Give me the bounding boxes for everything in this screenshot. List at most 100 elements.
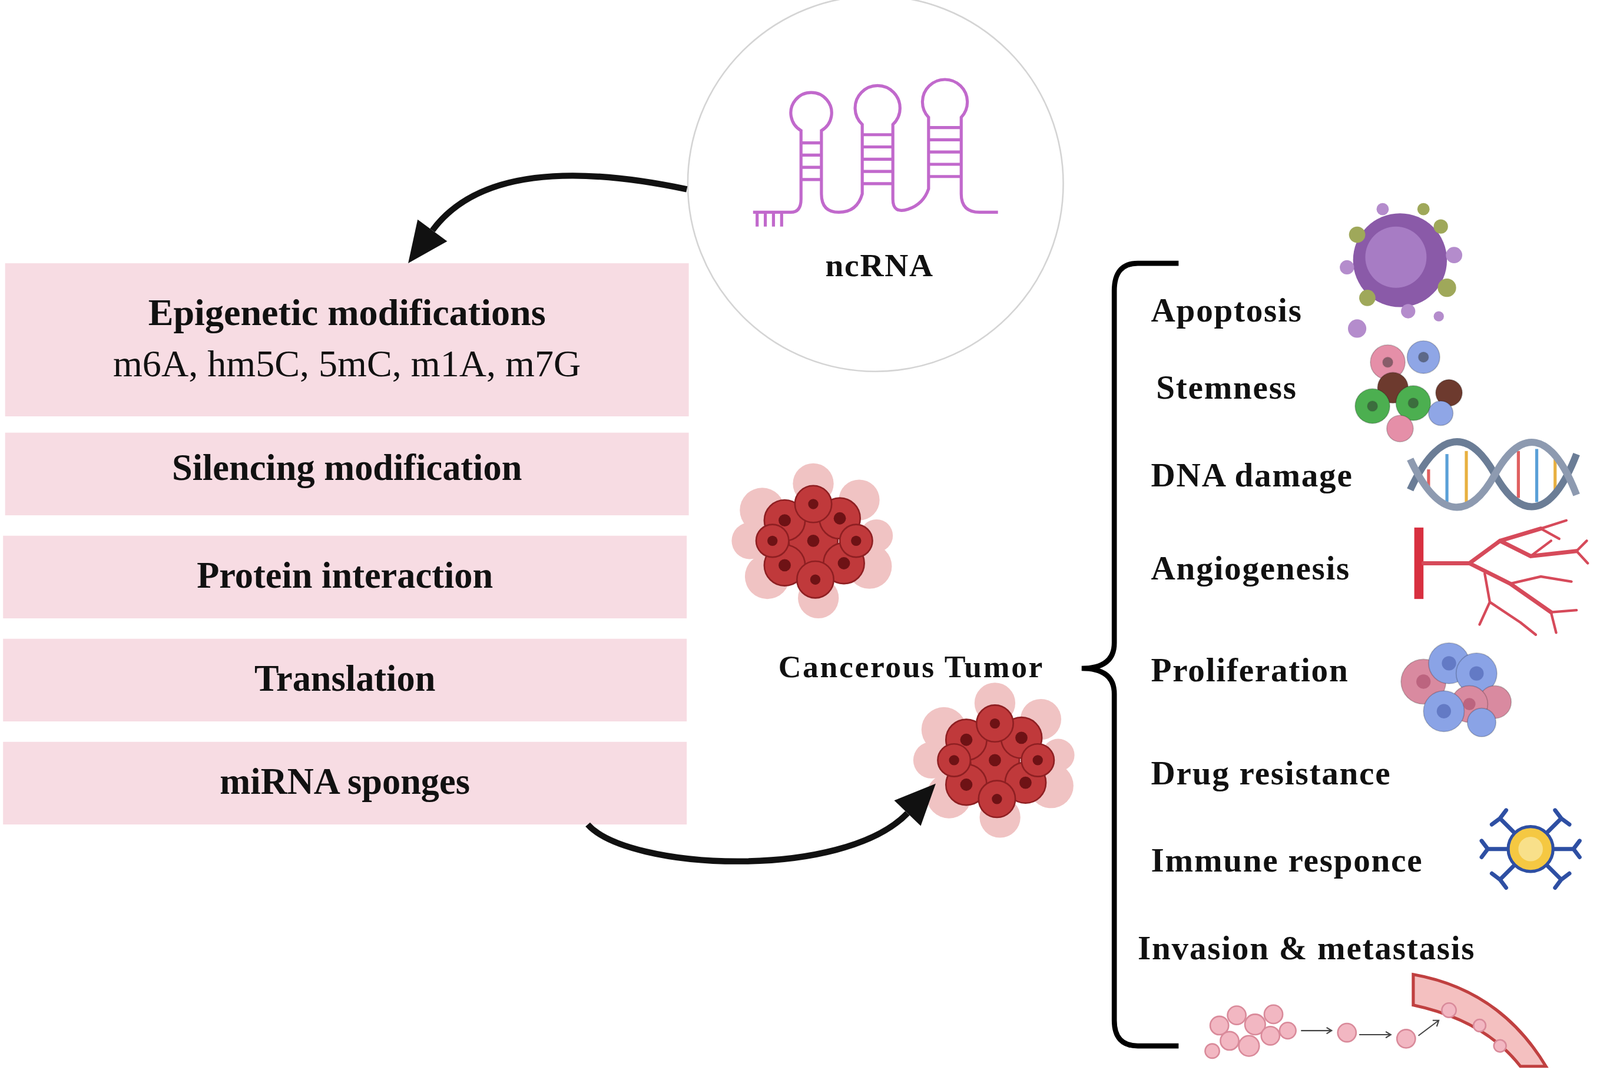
proliferation-icon-part-part <box>1416 674 1431 689</box>
immune-cell-icon-part <box>1552 840 1580 858</box>
immune-cell-icon-part <box>1547 865 1570 888</box>
stemness-icon-part <box>1367 352 1429 412</box>
effect-label: Apoptosis <box>1151 291 1303 329</box>
proliferation-icon-part <box>1416 674 1476 711</box>
dna-icon-part-part <box>1464 451 1468 505</box>
tumor-image <box>731 463 893 619</box>
invasion-icon-part-part <box>1227 1006 1247 1025</box>
apoptosis-icon-part-part <box>1349 226 1366 244</box>
apoptosis-icon-part-part <box>1417 203 1430 216</box>
apoptosis-icon-part-part <box>1359 289 1376 307</box>
apoptosis-icon-part <box>1365 226 1427 288</box>
invasion-icon-part-part <box>1441 1002 1456 1018</box>
invasion-icon-part-part <box>1239 1035 1260 1057</box>
effect-label: Drug resistance <box>1151 754 1392 793</box>
dna-icon-part-part <box>1516 451 1520 499</box>
stemness-icon-part-part <box>1382 356 1393 367</box>
mechanism-box: Protein interaction <box>2 535 687 619</box>
mechanism-box: miRNA sponges <box>2 741 687 825</box>
dna-icon-part-part <box>1535 448 1539 502</box>
immune-cell-icon-part <box>1481 840 1509 858</box>
invasion-icon <box>1204 974 1546 1067</box>
proliferation-icon-part-part <box>1436 704 1452 719</box>
proliferation-icon-part-part <box>1463 697 1476 711</box>
invasion-icon-part-part <box>1264 1005 1283 1024</box>
immune-cell-icon-part <box>1508 826 1553 872</box>
invasion-icon-part <box>1300 1020 1439 1038</box>
angiogenesis-icon <box>1414 520 1589 635</box>
dna-icon-part <box>1410 441 1577 507</box>
immune-cell-icon-part <box>1491 865 1515 888</box>
apoptosis-icon-part-part <box>1339 260 1354 275</box>
proliferation-icon-part <box>1423 690 1464 732</box>
angiogenesis-icon-part <box>1423 528 1577 613</box>
apoptosis-icon-part-part <box>1445 246 1463 264</box>
effect-label: Invasion & metastasis <box>1137 929 1476 967</box>
arrow-line <box>432 175 687 231</box>
proliferation-icon-part <box>1436 656 1484 719</box>
tumor-image <box>913 682 1075 838</box>
invasion-icon-part-part <box>1279 1022 1297 1039</box>
stemness-icon-part <box>1386 415 1414 442</box>
stemness-icon-part <box>1355 388 1390 424</box>
mechanism-box: Translation <box>2 638 687 722</box>
mechanism-box: Silencing modification <box>5 432 689 516</box>
invasion-icon-part-part <box>1220 1031 1239 1050</box>
node-title: Cancerous Tumor <box>778 650 1045 685</box>
stemness-icon-part-part <box>1418 352 1429 363</box>
apoptosis-icon-part <box>1349 203 1457 307</box>
effect-label: DNA damage <box>1151 456 1354 495</box>
apoptosis-icon-part-part <box>1437 278 1456 297</box>
invasion-icon-part-part <box>1494 1039 1507 1053</box>
effect-label: Stemness <box>1155 369 1297 407</box>
immune-cell-icon-part <box>1518 836 1543 862</box>
invasion-icon-part-part <box>1396 1029 1416 1048</box>
proliferation-icon <box>1400 643 1512 737</box>
stemness-icon-part <box>1428 401 1454 426</box>
invasion-icon-part-part <box>1337 1023 1357 1042</box>
arrow-head <box>408 219 447 264</box>
effect-label: Proliferation <box>1151 651 1350 689</box>
proliferation-icon-part-part <box>1469 666 1484 681</box>
tumor-image-part <box>913 682 1075 838</box>
stemness-icon-part-part <box>1367 401 1378 412</box>
angiogenesis-icon-part <box>1479 520 1589 635</box>
node-title: Protein interaction <box>196 556 493 598</box>
circle-outline <box>686 0 1065 373</box>
node-body: m6A, hm5C, 5mC, m1A, m7G <box>113 343 581 386</box>
node-title: ncRNA <box>825 247 934 284</box>
arrow-line <box>587 813 908 862</box>
tumor-node: Cancerous Tumor <box>760 640 1067 835</box>
circle-outline-shape <box>687 0 1064 372</box>
stemness-icon-part-part <box>1408 398 1419 409</box>
node-title: miRNA sponges <box>219 762 470 804</box>
dna-icon-part <box>1410 442 1577 508</box>
apoptosis-icon-part <box>1339 203 1463 339</box>
node-title: Translation <box>254 659 436 701</box>
invasion-icon-part-part <box>1300 1027 1332 1034</box>
tumor-image-part <box>731 463 893 619</box>
node-title: Silencing modification <box>171 448 522 489</box>
mechanism-box: Epigenetic modifications m6A, hm5C, 5mC, … <box>5 263 689 417</box>
invasion-icon-part-part <box>1473 1019 1486 1032</box>
apoptosis-icon-part <box>1353 213 1447 307</box>
stemness-icon <box>1355 340 1463 443</box>
arrow-head <box>893 783 936 827</box>
invasion-icon-part-part <box>1359 1031 1391 1038</box>
apoptosis-icon <box>1339 203 1463 339</box>
dna-icon <box>1410 441 1577 508</box>
apoptosis-icon-part-part <box>1400 303 1416 318</box>
ncrna-circle: ncRNA <box>686 0 1065 373</box>
rna-hairpin <box>753 79 999 227</box>
dna-icon-part-part <box>1445 454 1449 502</box>
invasion-icon-part-part <box>1418 1020 1440 1036</box>
rna-hairpin-part <box>757 127 962 227</box>
apoptosis-icon-part-part <box>1376 203 1390 216</box>
immune-cell-icon-part <box>1547 810 1570 833</box>
stemness-icon-part <box>1407 340 1440 374</box>
apoptosis-icon-part-part <box>1433 310 1444 321</box>
node-title: Epigenetic modifications <box>148 292 546 335</box>
